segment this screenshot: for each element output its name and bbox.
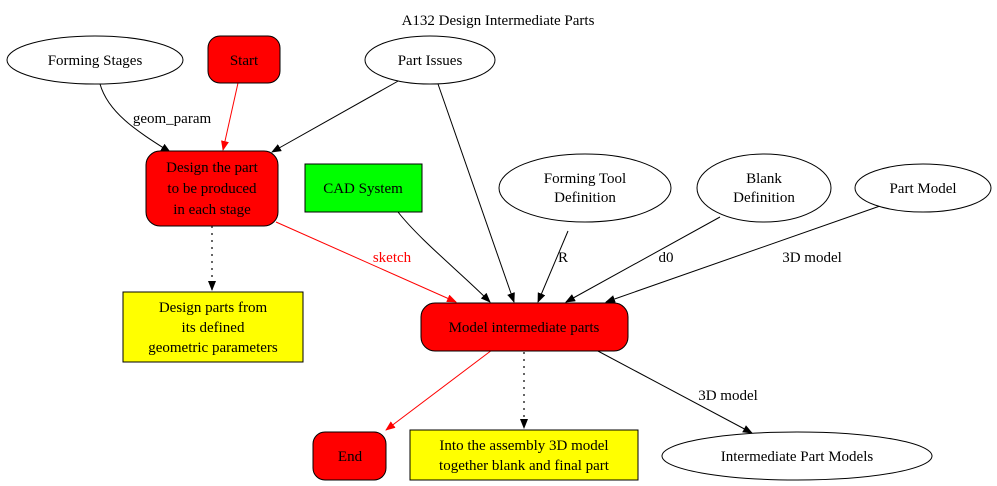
diagram-title: A132 Design Intermediate Parts — [402, 13, 595, 29]
node-blank-definition[interactable]: Blank Definition — [696, 153, 832, 223]
svg-text:Into the assembly 3D model: Into the assembly 3D model — [439, 438, 608, 454]
edge-part-model-to-model — [605, 205, 881, 303]
node-model-intermediate-parts[interactable]: Model intermediate parts — [420, 302, 629, 352]
svg-text:Start: Start — [230, 53, 259, 69]
edge-cad-to-model — [397, 211, 491, 303]
svg-text:Definition: Definition — [733, 190, 795, 206]
edge-label-r: R — [558, 250, 568, 266]
edge-label-sketch: sketch — [373, 250, 412, 266]
svg-text:Blank: Blank — [746, 171, 782, 187]
svg-text:together blank and final part: together blank and final part — [439, 458, 610, 474]
edge-label-3d-model-in: 3D model — [782, 250, 842, 266]
svg-text:End: End — [338, 449, 363, 465]
note-assembly: Into the assembly 3D model together blan… — [409, 429, 639, 481]
edge-forming-stages-to-design — [99, 83, 171, 153]
edge-forming-tool-to-model — [537, 230, 569, 303]
svg-text:in each stage: in each stage — [173, 202, 251, 218]
edge-part-issues-to-model — [437, 83, 515, 303]
edge-part-issues-to-design — [271, 79, 401, 153]
node-cad-system[interactable]: CAD System — [304, 163, 423, 213]
node-end[interactable]: End — [312, 431, 387, 481]
note-design-parts: Design parts from its defined geometric … — [122, 291, 304, 363]
edge-label-3d-model-out: 3D model — [698, 388, 758, 404]
edge-blank-to-model — [565, 216, 721, 303]
node-design-part[interactable]: Design the part to be produced in each s… — [145, 150, 279, 227]
svg-text:Definition: Definition — [554, 190, 616, 206]
svg-text:Intermediate Part Models: Intermediate Part Models — [721, 449, 874, 465]
edge-model-to-intermediate-models — [595, 349, 753, 434]
svg-text:Forming Stages: Forming Stages — [48, 53, 143, 69]
svg-text:geometric parameters: geometric parameters — [148, 340, 278, 356]
svg-text:Design the part: Design the part — [166, 160, 258, 176]
edge-label-d0: d0 — [659, 250, 674, 266]
svg-text:CAD System: CAD System — [323, 181, 403, 197]
node-start[interactable]: Start — [207, 35, 281, 84]
svg-text:Part Issues: Part Issues — [398, 53, 463, 69]
svg-text:Forming Tool: Forming Tool — [544, 171, 626, 187]
svg-text:to be produced: to be produced — [167, 181, 257, 197]
node-part-model[interactable]: Part Model — [854, 163, 992, 213]
edge-model-to-end — [385, 349, 493, 431]
svg-text:its defined: its defined — [182, 320, 245, 336]
edge-start-to-design — [221, 82, 239, 151]
node-part-issues[interactable]: Part Issues — [364, 35, 496, 85]
svg-text:Model intermediate parts: Model intermediate parts — [449, 320, 600, 336]
svg-text:Part Model: Part Model — [889, 181, 956, 197]
svg-text:Design parts from: Design parts from — [159, 300, 268, 316]
node-forming-tool[interactable]: Forming Tool Definition — [498, 153, 672, 223]
node-forming-stages[interactable]: Forming Stages — [6, 35, 184, 85]
node-intermediate-part-models[interactable]: Intermediate Part Models — [661, 431, 933, 481]
edge-label-geom-param: geom_param — [133, 111, 212, 127]
edge-design-to-model — [275, 221, 457, 303]
